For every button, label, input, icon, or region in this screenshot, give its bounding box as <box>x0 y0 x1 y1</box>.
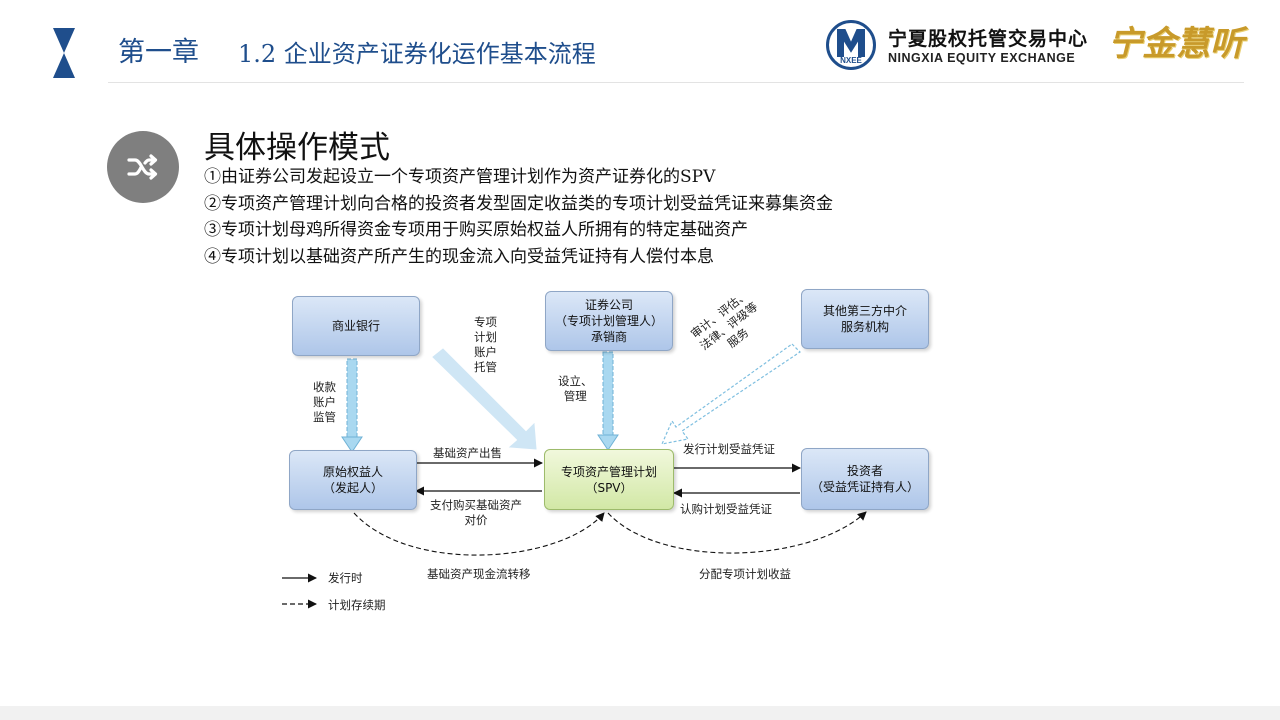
chapter-label: 第一章 <box>118 37 199 68</box>
exchange-logo: NXEE 宁夏股权托管交易中心 NINGXIA EQUITY EXCHANGE <box>826 20 1096 72</box>
services-arrow <box>660 343 801 445</box>
label-custody: 专项 计划 账户 托管 <box>474 315 497 374</box>
slide-header: 第一章 1.2 企业资产证券化运作基本流程 NXEE 宁夏股权托管交易中心 NI… <box>0 0 1280 84</box>
slogan-calligraphy: 宁金慧听 <box>1108 24 1244 64</box>
node-securities-company: 证券公司 （专项计划管理人） 承销商 <box>545 291 673 351</box>
legend-dashed-label: 计划存续期 <box>328 598 386 612</box>
step-item-4: ④专项计划以基础资产所产生的现金流入向受益凭证持有人偿付本息 <box>204 246 714 267</box>
distribute-curve <box>607 511 867 554</box>
node-investor: 投资者 （受益凭证持有人） <box>801 448 929 510</box>
node-spv: 专项资产管理计划 （SPV） <box>544 449 674 510</box>
node-originator: 原始权益人 （发起人） <box>289 450 417 510</box>
hourglass-icon <box>53 28 75 78</box>
mode-title: 具体操作模式 <box>204 130 390 166</box>
diagram-arrows <box>282 343 867 609</box>
logo-english-name: NINGXIA EQUITY EXCHANGE <box>888 51 1076 65</box>
bottom-bar <box>0 706 1280 720</box>
supervise-arrow <box>341 358 363 453</box>
label-setup: 设立、 管理 <box>558 374 593 403</box>
label-pay: 支付购买基础资产 对价 <box>430 498 522 527</box>
label-cashflow: 基础资产现金流转移 <box>427 567 531 581</box>
step-item-1: ①由证券公司发起设立一个专项资产管理计划作为资产证券化的SPV <box>204 167 716 187</box>
label-supervise: 收款 账户 监管 <box>313 380 336 424</box>
label-sale: 基础资产出售 <box>433 446 502 460</box>
logo-chinese-name: 宁夏股权托管交易中心 <box>888 28 1089 50</box>
setup-arrow <box>597 351 619 451</box>
step-list: ①由证券公司发起设立一个专项资产管理计划作为资产证券化的SPV ②专项资产管理计… <box>204 164 833 270</box>
legend-solid-label: 发行时 <box>328 571 363 585</box>
step-item-2: ②专项资产管理计划向合格的投资者发型固定收益类的专项计划受益凭证来募集资金 <box>204 193 833 214</box>
nxee-emblem-icon: NXEE <box>826 20 876 70</box>
shuffle-icon <box>107 131 179 203</box>
securitization-flow-diagram: 商业银行 证券公司 （专项计划管理人） 承销商 其他第三方中介 服务机构 原始权… <box>270 284 950 624</box>
section-title: 1.2 企业资产证券化运作基本流程 <box>238 40 596 68</box>
label-distribute: 分配专项计划收益 <box>699 567 791 581</box>
cashflow-curve <box>353 512 605 556</box>
node-third-party: 其他第三方中介 服务机构 <box>801 289 929 349</box>
header-divider <box>108 82 1244 83</box>
label-subscribe: 认购计划受益凭证 <box>680 502 772 516</box>
node-commercial-bank: 商业银行 <box>292 296 420 356</box>
custody-arrow <box>432 348 537 450</box>
label-issue: 发行计划受益凭证 <box>683 442 775 456</box>
step-item-3: ③专项计划母鸡所得资金专项用于购买原始权益人所拥有的特定基础资产 <box>204 220 748 240</box>
